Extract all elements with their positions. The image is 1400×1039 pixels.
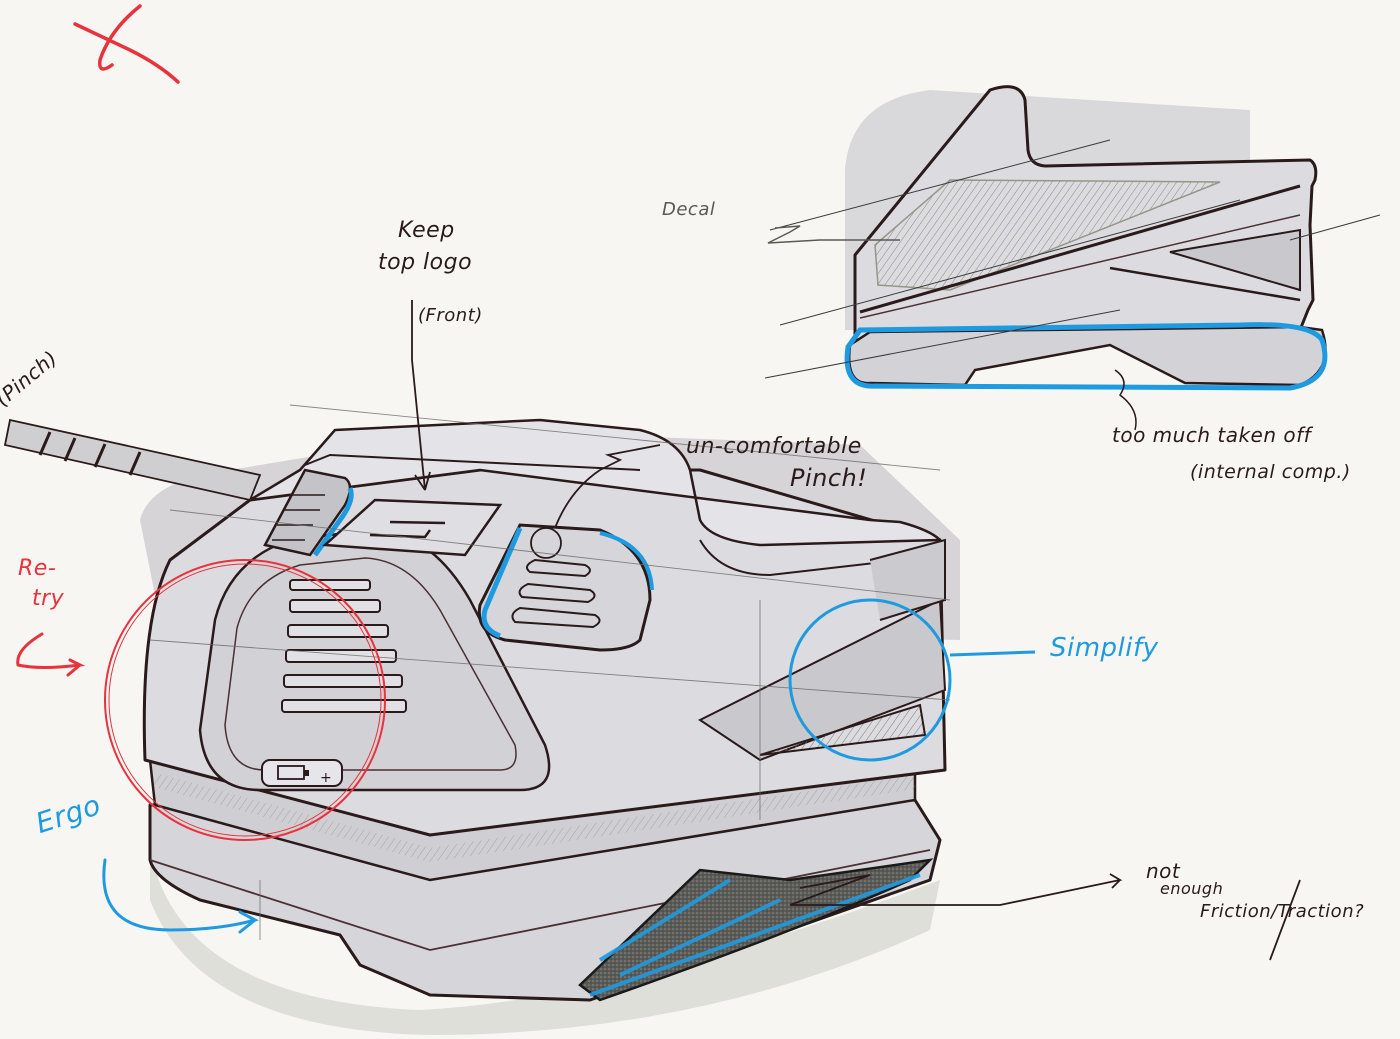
too-much-leader-line xyxy=(1114,369,1137,431)
note-simplify: Simplify xyxy=(1050,633,1159,663)
note-friction-3: Friction/Traction? xyxy=(1200,901,1365,922)
note-keep-logo-1: Keep xyxy=(398,218,455,243)
note-uncomfortable-2: Pinch! xyxy=(790,464,868,492)
note-too-much-1: too much taken off xyxy=(1112,423,1312,447)
svg-text:+: + xyxy=(320,770,332,786)
note-friction-2: enough xyxy=(1160,879,1224,898)
side-view-sketch xyxy=(764,85,1381,391)
pinch-strip-sketch xyxy=(3,418,262,502)
simplify-markup xyxy=(788,598,1036,762)
ergo-markup xyxy=(102,858,259,934)
note-uncomfortable-1: un-comfortable xyxy=(686,434,862,459)
note-keep-logo-3: (Front) xyxy=(418,305,483,326)
note-friction-1: not xyxy=(1146,859,1181,883)
battery-plus-icon: + xyxy=(261,759,343,787)
front-three-quarter-sketch: + xyxy=(140,404,960,1035)
note-too-much-2: (internal comp.) xyxy=(1190,461,1351,483)
note-decal: Decal xyxy=(662,199,716,220)
annotation-leaders xyxy=(411,300,1301,961)
note-retry-1: Re- xyxy=(18,556,57,581)
retry-markup xyxy=(16,4,386,841)
note-retry-2: try xyxy=(32,586,65,611)
note-keep-logo-2: top logo xyxy=(378,250,473,275)
decal-leader-line xyxy=(767,225,900,244)
